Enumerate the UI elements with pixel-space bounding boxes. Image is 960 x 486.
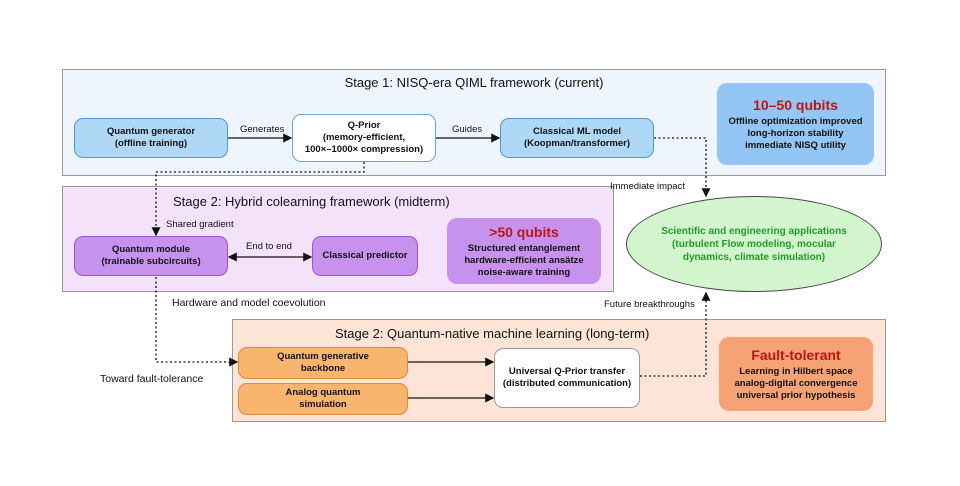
- quantum-generator-box: Quantum generator (offline training): [74, 118, 228, 158]
- shared-gradient-arrow: [151, 162, 365, 237]
- applications-ellipse: Scientific and engineering applications …: [626, 196, 882, 292]
- analog-line2: simulation: [299, 399, 347, 410]
- shared-gradient-label: Shared gradient: [166, 219, 234, 230]
- quantum-generator-line2: (offline training): [114, 138, 188, 149]
- coevolution-arrow: [155, 277, 239, 367]
- immediate-impact-arrow: [654, 137, 711, 198]
- stage1-callout-line2: long-horizon stability: [747, 127, 844, 139]
- guides-label: Guides: [452, 124, 483, 135]
- analog-line1: Analog quantum: [285, 387, 361, 398]
- stage1-callout-line3: immediate NISQ utility: [745, 139, 846, 151]
- stage1-qubits-callout: 10–50 qubits Offline optimization improv…: [717, 83, 874, 165]
- quantum-generator-line1: Quantum generator: [106, 126, 196, 137]
- applications-line1: Scientific and engineering applications: [661, 225, 847, 237]
- qprior-line1: Q-Prior: [347, 120, 381, 131]
- quantum-generative-backbone-box: Quantum generative backbone: [238, 347, 408, 379]
- stage3-fault-tolerant-callout: Fault-tolerant Learning in Hilbert space…: [719, 337, 873, 411]
- qprior-line3: 100×–1000× compression): [304, 144, 424, 155]
- coevolution-label: Hardware and model coevolution: [172, 297, 326, 309]
- stage1-callout-line1: Offline optimization improved: [728, 115, 863, 127]
- future-breakthroughs-label: Future breakthroughs: [604, 299, 695, 310]
- stage3-callout-headline: Fault-tolerant: [751, 346, 841, 363]
- transfer-line1: Universal Q-Prior transfer: [508, 366, 626, 377]
- stage1-title: Stage 1: NISQ-era QIML framework (curren…: [344, 75, 604, 90]
- classical-ml-line2: (Koopman/transformer): [523, 138, 631, 149]
- backbone-line2: backbone: [300, 363, 346, 374]
- stage2-qubits-callout: >50 qubits Structured entanglement hardw…: [447, 218, 601, 284]
- quantum-module-line1: Quantum module: [111, 244, 191, 255]
- classical-ml-line1: Classical ML model: [533, 126, 621, 137]
- immediate-impact-label: Immediate impact: [610, 181, 685, 192]
- applications-line3: dynamics, climate simulation): [682, 251, 826, 263]
- stage3-title: Stage 2: Quantum-native machine learning…: [335, 326, 650, 341]
- generates-label: Generates: [240, 124, 285, 135]
- future-breakthroughs-arrow: [640, 291, 711, 377]
- classical-predictor-label: Classical predictor: [322, 250, 408, 261]
- stage2-callout-headline: >50 qubits: [489, 223, 559, 240]
- transfer-line2: (distributed communication): [502, 378, 632, 389]
- classical-ml-model-box: Classical ML model (Koopman/transformer): [500, 118, 654, 158]
- qprior-line2: (memory-efficient,: [322, 132, 406, 143]
- stage2-callout-line3: noise-aware training: [477, 266, 571, 278]
- stage1-callout-headline: 10–50 qubits: [753, 96, 838, 113]
- qprior-box: Q-Prior (memory-efficient, 100×–1000× co…: [292, 114, 436, 162]
- analog-quantum-simulation-box: Analog quantum simulation: [238, 383, 408, 415]
- stage3-callout-line1: Learning in Hilbert space: [739, 365, 853, 377]
- universal-qprior-transfer-box: Universal Q-Prior transfer (distributed …: [494, 348, 640, 408]
- classical-predictor-box: Classical predictor: [312, 236, 418, 276]
- quantum-module-line2: (trainable subcircuits): [101, 256, 201, 267]
- stage2-callout-line2: hardware-efficient ansätze: [464, 254, 584, 266]
- stage2-callout-line1: Structured entanglement: [467, 242, 581, 254]
- stage3-callout-line2: analog-digital convergence: [734, 377, 858, 389]
- applications-line2: (turbulent Flow modeling, mocular: [672, 238, 836, 250]
- stage2-title: Stage 2: Hybrid colearning framework (mi…: [173, 194, 450, 209]
- toward-fault-tolerance-label: Toward fault-tolerance: [100, 373, 204, 385]
- end-to-end-label: End to end: [246, 241, 292, 252]
- backbone-line1: Quantum generative: [277, 351, 369, 362]
- quantum-module-box: Quantum module (trainable subcircuits): [74, 236, 228, 276]
- stage3-callout-line3: universal prior hypothesis: [736, 389, 856, 401]
